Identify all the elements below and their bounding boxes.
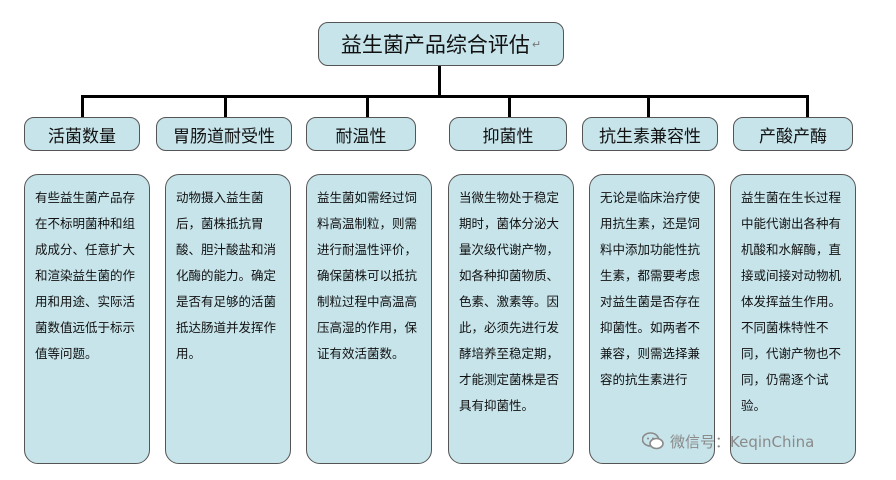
return-mark: ↵ bbox=[531, 37, 542, 51]
branch-line-5 bbox=[647, 95, 650, 118]
category-node-heat-tolerance: 耐温性 bbox=[306, 117, 416, 151]
description-antibacterial: 当微生物处于稳定期时，菌体分泌大量次级代谢产物，如各种抑菌物质、色素、激素等。因… bbox=[448, 174, 574, 464]
horizontal-bus bbox=[81, 95, 808, 98]
description-text: 有些益生菌产品存在不标明菌种和组成成分、任意扩大和渲染益生菌的作用和用途、实际活… bbox=[35, 190, 136, 361]
description-antibiotic-compat: 无论是临床治疗使用抗生素，还是饲料中添加功能性抗生素，都需要考虑对益生菌是否存在… bbox=[589, 174, 715, 464]
branch-line-6 bbox=[806, 95, 809, 118]
category-label: 抗生素兼容性 bbox=[599, 126, 701, 147]
category-node-gi-tolerance: 胃肠道耐受性 bbox=[156, 117, 292, 151]
category-node-antibiotic-compat: 抗生素兼容性 bbox=[582, 117, 718, 151]
root-title: 益生菌产品综合评估 bbox=[340, 33, 530, 57]
root-node: 益生菌产品综合评估↵ bbox=[318, 22, 564, 66]
description-viable-count: 有些益生菌产品存在不标明菌种和组成成分、任意扩大和渲染益生菌的作用和用途、实际活… bbox=[24, 174, 150, 464]
description-text: 益生菌在生长过程中能代谢出各种有机酸和水解酶，直接或间接对动物机体发挥益生作用。… bbox=[741, 190, 842, 413]
category-node-antibacterial: 抑菌性 bbox=[449, 117, 567, 151]
category-label: 胃肠道耐受性 bbox=[173, 126, 275, 147]
description-text: 动物摄入益生菌后，菌株抵抗胃酸、胆汁酸盐和消化酶的能力。确定是否有足够的活菌抵达… bbox=[176, 190, 277, 361]
category-label: 产酸产酶 bbox=[759, 126, 827, 147]
category-label: 耐温性 bbox=[335, 126, 387, 147]
category-label: 抑菌性 bbox=[482, 126, 534, 147]
wechat-watermark: 微信号：KeqinChina bbox=[642, 427, 882, 455]
description-text: 当微生物处于稳定期时，菌体分泌大量次级代谢产物，如各种抑菌物质、色素、激素等。因… bbox=[459, 190, 560, 413]
wechat-icon bbox=[642, 432, 664, 450]
branch-line-2 bbox=[224, 95, 227, 118]
description-text: 益生菌如需经过饲料高温制粒，则需进行耐温性评价，确保菌株可以抵抗制粒过程中高温高… bbox=[317, 190, 418, 361]
branch-line-4 bbox=[508, 95, 511, 118]
category-node-viable-count: 活菌数量 bbox=[24, 117, 140, 151]
category-node-acid-enzyme: 产酸产酶 bbox=[733, 117, 853, 151]
description-gi-tolerance: 动物摄入益生菌后，菌株抵抗胃酸、胆汁酸盐和消化酶的能力。确定是否有足够的活菌抵达… bbox=[165, 174, 291, 464]
branch-line-1 bbox=[81, 95, 84, 118]
watermark-text: 微信号：KeqinChina bbox=[670, 432, 815, 451]
root-stem bbox=[438, 66, 441, 96]
branch-line-3 bbox=[366, 95, 369, 118]
description-heat-tolerance: 益生菌如需经过饲料高温制粒，则需进行耐温性评价，确保菌株可以抵抗制粒过程中高温高… bbox=[306, 174, 432, 464]
category-label: 活菌数量 bbox=[48, 126, 116, 147]
description-text: 无论是临床治疗使用抗生素，还是饲料中添加功能性抗生素，都需要考虑对益生菌是否存在… bbox=[600, 190, 701, 387]
description-acid-enzyme: 益生菌在生长过程中能代谢出各种有机酸和水解酶，直接或间接对动物机体发挥益生作用。… bbox=[730, 174, 856, 464]
